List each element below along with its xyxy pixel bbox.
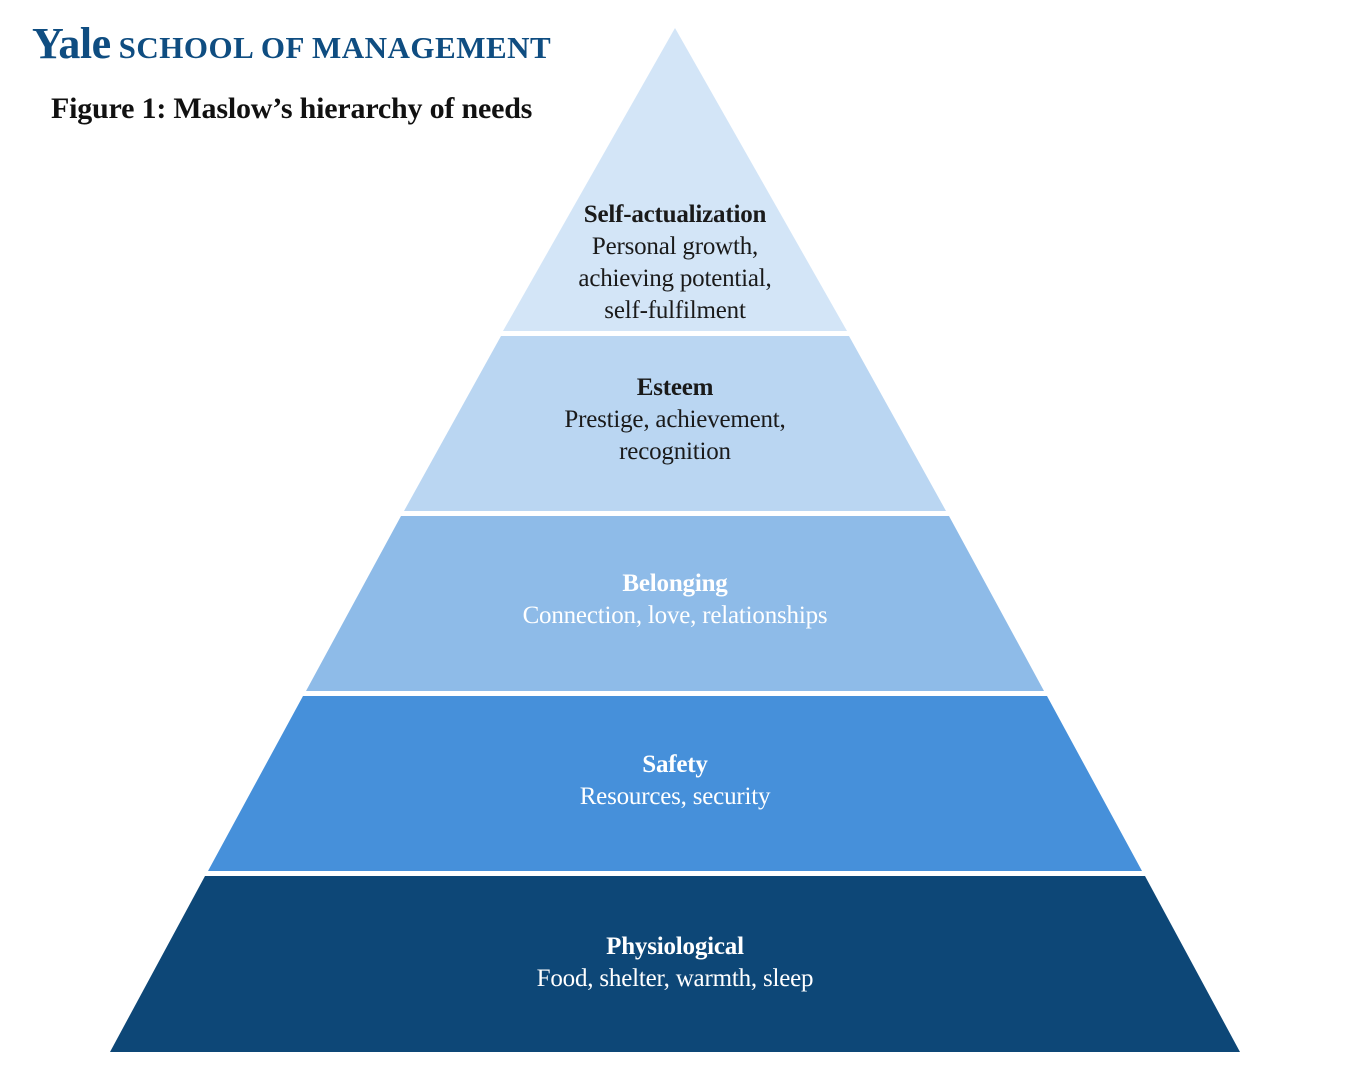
tier-name: Belonging xyxy=(622,570,728,597)
tier-self-actualization: Self-actualization Personal growth, achi… xyxy=(375,199,975,327)
logo-yale-text: Yale xyxy=(32,19,111,68)
tier-description: Food, shelter, warmth, sleep xyxy=(536,965,814,992)
tier-safety: Safety Resources, security xyxy=(375,749,975,813)
tier-name: Safety xyxy=(642,751,708,778)
tier-description: Connection, love, relationships xyxy=(522,602,828,629)
tier-shape-safety xyxy=(208,696,1142,871)
tier-physiological: Physiological Food, shelter, warmth, sle… xyxy=(375,931,975,995)
tier-shape-physiological xyxy=(110,876,1240,1052)
tier-description: Prestige, achievement, recognition xyxy=(564,406,786,465)
tier-shape-esteem xyxy=(404,336,946,511)
logo-school-text: SCHOOL OF MANAGEMENT xyxy=(118,30,552,65)
tier-belonging: Belonging Connection, love, relationship… xyxy=(375,568,975,632)
tier-shape-belonging xyxy=(306,516,1044,691)
figure-title: Figure 1: Maslow’s hierarchy of needs xyxy=(51,92,533,125)
tier-name: Esteem xyxy=(636,374,714,401)
tier-name: Self-actualization xyxy=(583,201,767,228)
tier-description: Personal growth, achieving potential, se… xyxy=(578,233,772,324)
tier-esteem: Esteem Prestige, achievement, recognitio… xyxy=(375,372,975,468)
tier-description: Resources, security xyxy=(579,783,771,810)
tier-shape-self-actualization xyxy=(503,28,847,331)
tier-name: Physiological xyxy=(606,933,744,960)
yale-som-logo: Yale SCHOOL OF MANAGEMENT xyxy=(32,22,551,66)
